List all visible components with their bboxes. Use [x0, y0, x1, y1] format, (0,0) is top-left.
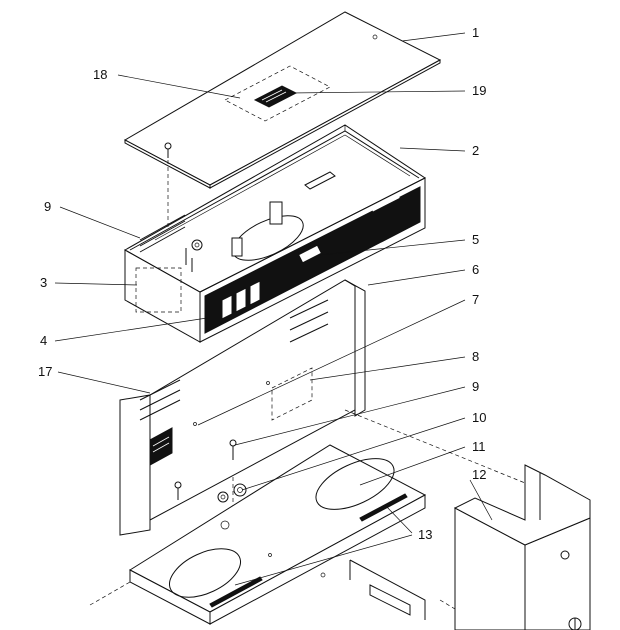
callout-17: 17 [38, 364, 52, 379]
lid-screw [164, 142, 172, 158]
control-panel [204, 186, 421, 334]
fasteners [174, 439, 247, 503]
data-plate [149, 427, 173, 466]
callout-3: 3 [40, 275, 47, 290]
callout-5: 5 [472, 232, 479, 247]
callout-18: 18 [93, 67, 107, 82]
callout-19: 19 [472, 83, 486, 98]
callout-10: 10 [472, 410, 486, 425]
callout-1: 1 [472, 25, 479, 40]
leader-lines [54, 32, 493, 586]
callout-4: 4 [40, 333, 47, 348]
callout-11: 11 [472, 439, 486, 454]
callout-13: 13 [418, 527, 432, 542]
part-lower-frame [89, 559, 461, 620]
callout-9-lower: 9 [472, 379, 479, 394]
callout-12: 12 [472, 467, 486, 482]
part-upper-box [123, 124, 426, 343]
callout-labels: 1 18 19 2 9 5 6 3 7 4 8 17 9 10 11 12 13 [38, 25, 486, 542]
callout-9-upper: 9 [44, 199, 51, 214]
callout-7: 7 [472, 292, 479, 307]
part-base-plate [128, 444, 427, 625]
callout-2: 2 [472, 143, 479, 158]
callout-8: 8 [472, 349, 479, 364]
part-corner-post [453, 464, 591, 630]
part-middle-wall [119, 279, 366, 536]
callout-6: 6 [472, 262, 479, 277]
